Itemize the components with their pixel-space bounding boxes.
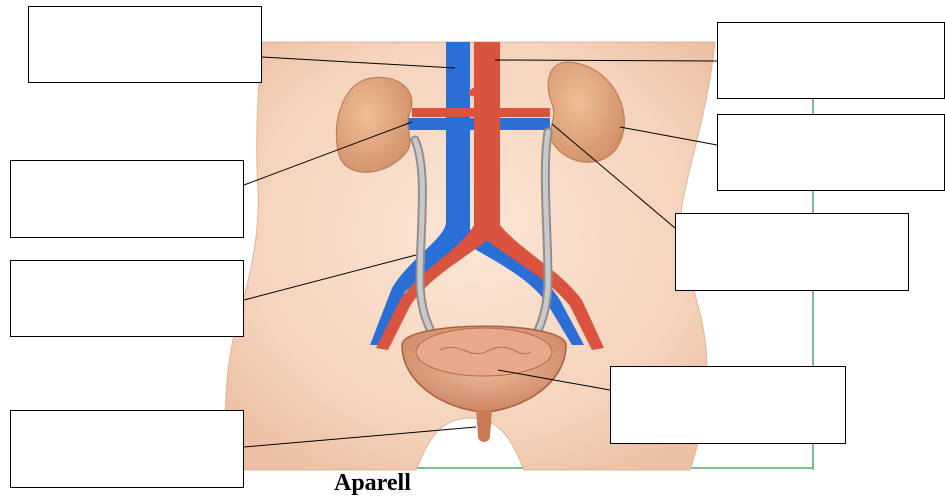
renal-artery-left	[412, 108, 474, 117]
urethra	[476, 410, 492, 442]
label-box-right-lower[interactable]	[610, 366, 846, 444]
bladder-interior	[416, 328, 552, 376]
urinary-system-diagram: Aparell	[0, 0, 945, 488]
label-box-left-lower[interactable]	[10, 260, 244, 337]
label-box-top-left-text	[29, 7, 261, 82]
renal-vein-left	[408, 118, 452, 130]
label-box-right-lower-text	[611, 367, 845, 443]
label-box-top-right[interactable]	[717, 22, 945, 99]
renal-artery-right	[500, 108, 550, 117]
label-box-right-middle-text	[676, 214, 908, 290]
label-box-right-upper[interactable]	[717, 114, 945, 191]
label-box-left-middle[interactable]	[10, 160, 244, 238]
label-box-right-upper-text	[718, 115, 944, 190]
label-box-top-left[interactable]	[28, 6, 262, 83]
label-box-top-right-text	[718, 23, 944, 98]
label-box-bottom-left-text	[11, 411, 243, 487]
label-box-left-lower-text	[11, 261, 243, 336]
label-box-bottom-left[interactable]	[10, 410, 244, 488]
label-box-right-middle[interactable]	[675, 213, 909, 291]
label-box-left-middle-text	[11, 161, 243, 237]
figure-caption: Aparell	[334, 468, 411, 498]
